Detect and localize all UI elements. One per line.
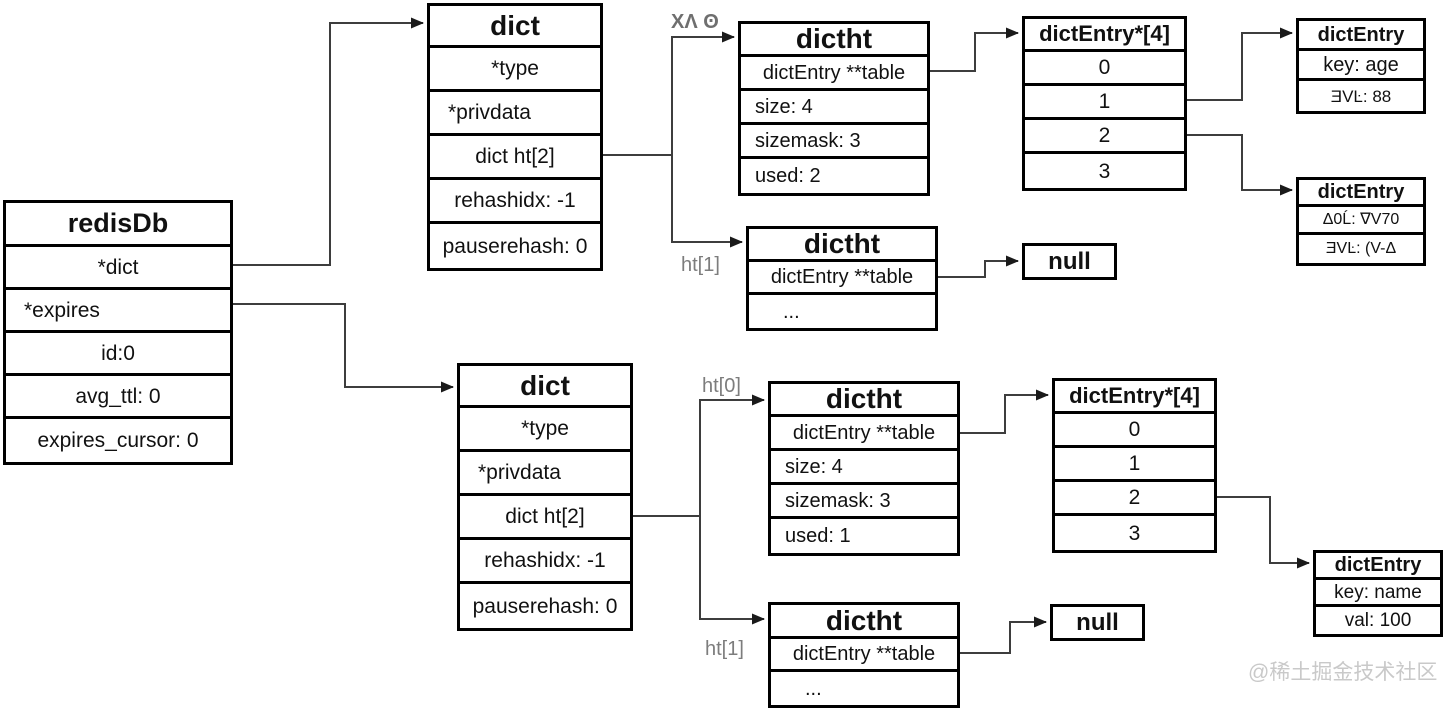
connector-dictht1-null-top: [938, 255, 1019, 278]
connector-dictbottom-dictht1: [699, 516, 765, 625]
dictentry-name: dictEntry key: name val: 100: [1313, 550, 1443, 637]
dictht-bottom-ht0-table: dictEntry **table: [771, 417, 957, 451]
redisdb-field-expires: *expires: [6, 290, 230, 333]
redisdb-field-avg-ttl: avg_ttl: 0: [6, 376, 230, 419]
null-bottom-label: null: [1076, 608, 1119, 636]
dict-top-field-privdata: *privdata: [430, 92, 600, 136]
dict-struct-top: dict *type *privdata dict ht[2] rehashid…: [427, 3, 603, 271]
dictht-bottom-ht0-used: used: 1: [785, 525, 851, 547]
dictentry-glitch: dictEntry Δ0Ĺ: ∇V70 ƎVĿ: (V-Δ: [1296, 177, 1426, 266]
dict-bottom-field-privdata: *privdata: [460, 452, 630, 496]
dictentry-name-title: dictEntry: [1316, 553, 1440, 580]
null-top-label: null: [1048, 247, 1091, 275]
dict-top-field-rehashidx: rehashidx: -1: [430, 180, 600, 224]
dictentry-age: dictEntry key: age ƎVĿ: 88: [1296, 18, 1426, 114]
dict-struct-bottom: dict *type *privdata dict ht[2] rehashid…: [457, 363, 633, 631]
dictht-bottom-ht1-table: dictEntry **table: [771, 639, 957, 672]
dictentry-name-key: key: name: [1316, 580, 1440, 607]
dictentry-array-top-slot-0: 0: [1025, 52, 1184, 86]
dict-bottom-field-pauserehash: pauserehash: 0: [472, 594, 618, 618]
label-ht0-top-glitch: XΛ ʘ: [671, 11, 719, 33]
dictentry-array-bottom-slot-2: 2: [1055, 482, 1214, 516]
dictentry-array-bottom-slot-0: 0: [1055, 414, 1214, 448]
connector-dicttop-dictht1: [671, 155, 743, 248]
dictht-bottom-ht1-ellipsis: ...: [805, 677, 822, 700]
connector-array-top-entry-glitch: [1187, 134, 1293, 196]
dictentry-age-title: dictEntry: [1299, 21, 1423, 51]
dict-bottom-field-type: *type: [460, 408, 630, 452]
dictht-bottom-ht0-size: size: 4: [771, 451, 957, 485]
connector-dictht0-array-bottom: [960, 389, 1049, 434]
redisdb-field-dict: *dict: [6, 247, 230, 290]
dictentry-name-val: val: 100: [1344, 610, 1412, 631]
dictht-bottom-ht0: dictht dictEntry **table size: 4 sizemas…: [768, 381, 960, 556]
dictht-top-ht1-ellipsis: ...: [783, 300, 800, 323]
dictht-top-ht0-size: size: 4: [741, 91, 927, 125]
dictht-bottom-ht0-sizemask: sizemask: 3: [771, 485, 957, 519]
connector-redisdb-dict-bottom: [233, 303, 454, 393]
label-ht0-bottom: ht[0]: [702, 375, 741, 397]
connector-redisdb-dict-top: [233, 17, 424, 266]
dictht-top-ht0-title: dictht: [741, 24, 927, 57]
dict-top-field-pauserehash: pauserehash: 0: [442, 234, 588, 258]
dict-bottom-field-rehashidx: rehashidx: -1: [460, 540, 630, 584]
connector-dicttop-dictht0: [603, 31, 735, 156]
dict-bottom-field-ht: dict ht[2]: [460, 496, 630, 540]
dictht-top-ht1: dictht dictEntry **table ...: [746, 226, 938, 331]
dictht-bottom-ht0-title: dictht: [771, 384, 957, 417]
dictentry-glitch-val: ƎVĿ: (V-Δ: [1325, 240, 1397, 257]
dictentry-array-top-slot-2: 2: [1025, 120, 1184, 154]
label-ht1-top: ht[1]: [681, 254, 720, 276]
dictentry-glitch-title: dictEntry: [1299, 180, 1423, 207]
redisdb-field-expires-cursor: expires_cursor: 0: [37, 429, 199, 452]
dictentry-array-top-title: dictEntry*[4]: [1025, 19, 1184, 52]
watermark-text: @稀土掘金技术社区: [1248, 661, 1438, 684]
connector-array-top-entry-age: [1187, 27, 1293, 101]
null-top: null: [1022, 243, 1117, 280]
dictht-top-ht1-title: dictht: [749, 229, 935, 262]
dictentry-array-bottom-title: dictEntry*[4]: [1055, 381, 1214, 414]
dictentry-array-bottom-slot-1: 1: [1055, 448, 1214, 482]
label-ht1-bottom: ht[1]: [705, 638, 744, 660]
null-bottom: null: [1050, 604, 1145, 641]
dictht-top-ht1-table: dictEntry **table: [749, 262, 935, 295]
redisdb-struct: redisDb *dict *expires id:0 avg_ttl: 0 e…: [3, 200, 233, 465]
redisdb-title: redisDb: [6, 203, 230, 247]
dictentry-array-top-slot-3: 3: [1098, 159, 1111, 183]
connector-array-bottom-entry-name: [1217, 496, 1310, 569]
dictht-bottom-ht1-title: dictht: [771, 605, 957, 639]
dictentry-array-top-slot-1: 1: [1025, 86, 1184, 120]
dictentry-age-key: key: age: [1299, 51, 1423, 81]
dictentry-array-bottom: dictEntry*[4] 0 1 2 3: [1052, 378, 1217, 553]
dictht-bottom-ht1: dictht dictEntry **table ...: [768, 602, 960, 708]
dictentry-array-bottom-slot-3: 3: [1128, 521, 1141, 545]
dict-bottom-title: dict: [460, 366, 630, 408]
redisdb-field-id: id:0: [6, 333, 230, 376]
connector-dictht1-null-bottom: [960, 616, 1047, 654]
dictht-top-ht0-table: dictEntry **table: [741, 57, 927, 91]
dictentry-glitch-key: Δ0Ĺ: ∇V70: [1299, 207, 1423, 235]
dict-top-title: dict: [430, 6, 600, 48]
dict-top-field-type: *type: [430, 48, 600, 92]
connector-dictht0-array-top: [930, 27, 1019, 72]
dictht-top-ht0-sizemask: sizemask: 3: [741, 125, 927, 159]
dictht-top-ht0: dictht dictEntry **table size: 4 sizemas…: [738, 21, 930, 196]
dictht-top-ht0-used: used: 2: [755, 165, 821, 187]
dictentry-age-val: ƎVĿ: 88: [1330, 86, 1392, 106]
connector-dictbottom-dictht0: [633, 394, 765, 517]
dictentry-array-top: dictEntry*[4] 0 1 2 3: [1022, 16, 1187, 191]
dict-top-field-ht: dict ht[2]: [430, 136, 600, 180]
